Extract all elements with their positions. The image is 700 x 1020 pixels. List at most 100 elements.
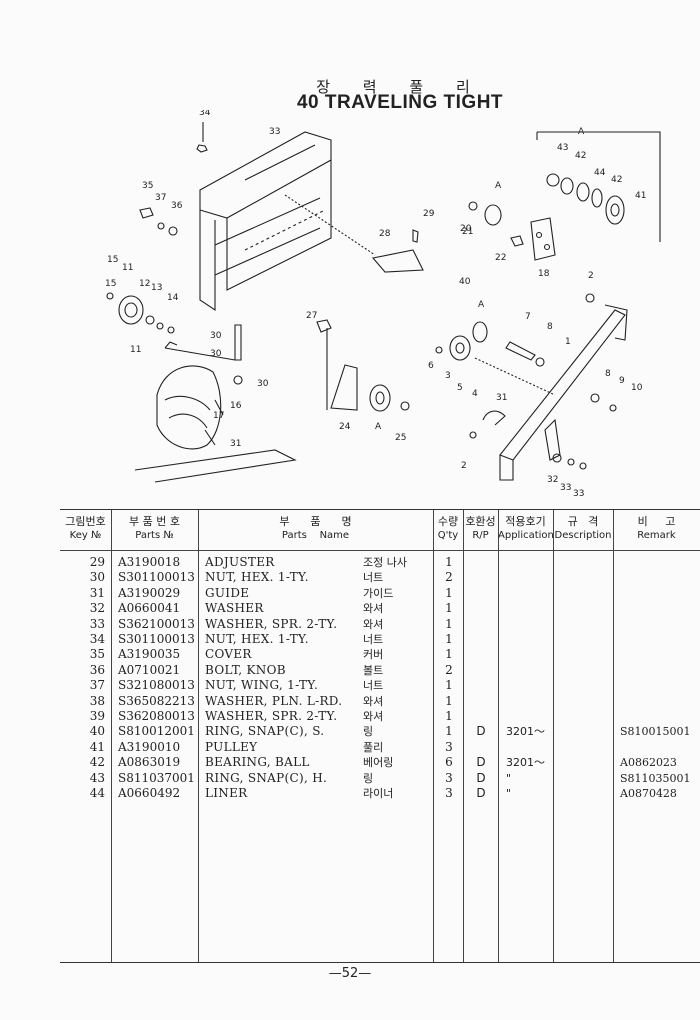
- cell-part: A0710021: [118, 662, 181, 677]
- cell-name: ADJUSTER: [205, 555, 275, 569]
- cell-qty: 6: [445, 755, 453, 770]
- cell-remark: A0870428: [620, 787, 677, 800]
- cell-ko: 베어링: [363, 756, 394, 770]
- svg-text:34: 34: [199, 110, 211, 118]
- cell-name: WASHER, SPR. 2-TY.: [205, 616, 338, 631]
- svg-text:25: 25: [395, 433, 406, 443]
- cell-app: ": [506, 787, 512, 800]
- svg-text:31: 31: [230, 439, 241, 449]
- cell-qty: 1: [445, 709, 453, 723]
- cell-key: 40: [89, 724, 105, 739]
- svg-text:43: 43: [557, 143, 568, 153]
- cell-remark: S811035001: [620, 771, 691, 785]
- cell-key: 35: [89, 647, 105, 662]
- svg-text:30: 30: [257, 379, 269, 389]
- cell-part: S810012001: [118, 724, 195, 739]
- cell-qty: 1: [445, 601, 453, 616]
- svg-text:A: A: [478, 300, 485, 310]
- cell-remark: S810015001: [620, 725, 691, 739]
- svg-text:28: 28: [379, 229, 391, 239]
- cell-name: GUIDE: [205, 585, 250, 600]
- cell-key: 43: [89, 770, 105, 785]
- cell-name: BOLT, KNOB: [205, 662, 286, 677]
- cell-ko: 너트: [363, 571, 384, 585]
- svg-text:32: 32: [547, 475, 558, 485]
- cell-part: S362080013: [118, 709, 195, 723]
- svg-text:41: 41: [635, 191, 646, 201]
- svg-text:15: 15: [107, 255, 118, 265]
- cell-ko: 너트: [363, 633, 384, 646]
- cell-part: S811037001: [118, 770, 195, 785]
- cell-qty: 1: [445, 585, 453, 600]
- svg-text:42: 42: [611, 175, 622, 185]
- svg-text:A: A: [375, 422, 382, 432]
- svg-text:31: 31: [496, 393, 507, 403]
- cell-part: A3190010: [118, 739, 181, 754]
- cell-key: 44: [89, 786, 105, 800]
- svg-text:24: 24: [339, 422, 351, 432]
- svg-text:A: A: [495, 181, 502, 191]
- cell-ko: 와셔: [363, 694, 384, 708]
- page-title-korean: 장 력 풀 리: [316, 78, 484, 96]
- cell-key: 37: [89, 678, 105, 693]
- cell-rp: D: [476, 755, 486, 770]
- cell-part: S321080013: [118, 678, 195, 693]
- cell-part: A0660041: [118, 601, 181, 616]
- cell-ko: 조정 나사: [363, 556, 407, 569]
- cell-ko: 볼트: [363, 663, 384, 677]
- svg-text:35: 35: [142, 181, 153, 191]
- svg-text:3: 3: [445, 371, 451, 381]
- svg-text:13: 13: [151, 283, 162, 293]
- cell-name: RING, SNAP(C), H.: [205, 770, 328, 785]
- cell-part: A3190018: [118, 555, 181, 569]
- cell-app: ": [506, 771, 512, 785]
- svg-text:12: 12: [139, 279, 150, 289]
- cell-key: 31: [89, 585, 105, 600]
- svg-text:33: 33: [560, 483, 571, 493]
- cell-qty: 1: [445, 693, 453, 708]
- svg-text:11: 11: [122, 263, 133, 273]
- svg-text:20: 20: [460, 224, 472, 234]
- cell-name: NUT, HEX. 1-TY.: [205, 570, 309, 585]
- cell-key: 30: [89, 570, 105, 585]
- svg-text:30: 30: [210, 349, 222, 359]
- cell-key: 29: [89, 555, 105, 569]
- svg-text:33: 33: [573, 489, 584, 499]
- cell-part: S301100013: [118, 632, 195, 646]
- svg-text:42: 42: [575, 151, 586, 161]
- cell-key: 34: [89, 632, 105, 646]
- svg-text:22: 22: [495, 253, 506, 263]
- cell-name: COVER: [205, 647, 252, 662]
- cell-key: 33: [89, 616, 105, 631]
- svg-text:8: 8: [547, 322, 553, 332]
- cell-qty: 3: [445, 770, 453, 785]
- svg-text:14: 14: [167, 293, 179, 303]
- cell-qty: 1: [445, 724, 453, 739]
- cell-name: LINER: [205, 786, 248, 800]
- cell-rp: D: [476, 786, 486, 800]
- svg-text:18: 18: [538, 269, 550, 279]
- cell-ko: 링: [363, 725, 374, 739]
- svg-text:44: 44: [594, 168, 606, 178]
- svg-text:11: 11: [130, 345, 141, 355]
- svg-text:29: 29: [423, 209, 435, 219]
- cell-ko: 링: [363, 771, 374, 785]
